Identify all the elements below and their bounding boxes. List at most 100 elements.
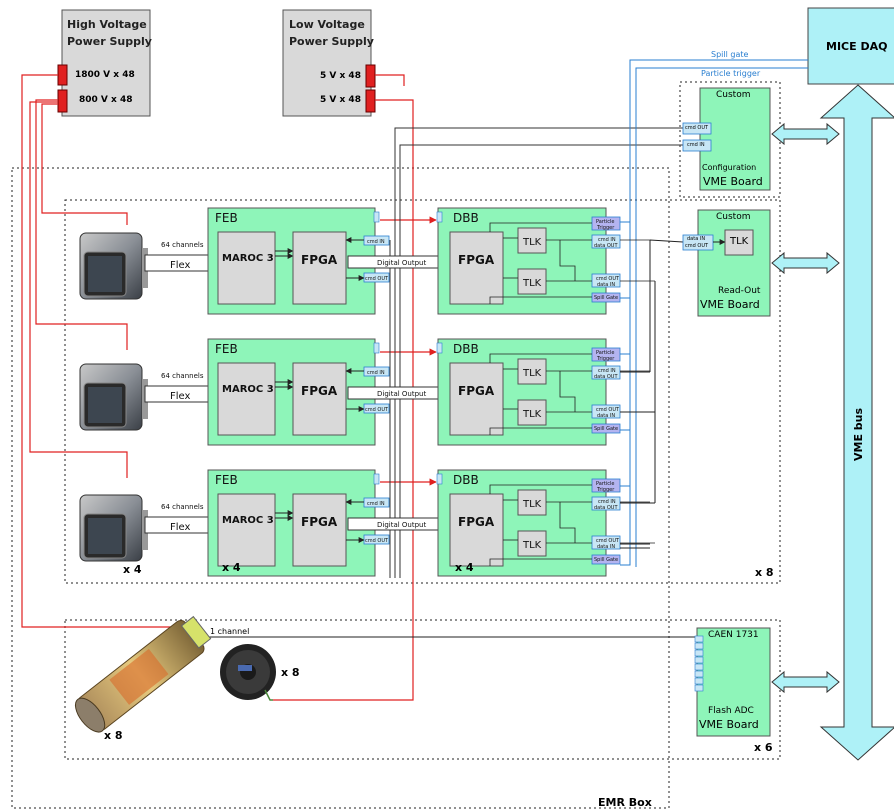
tlk-label-bottom: TLK xyxy=(522,278,542,289)
readout-cmd-out-label: cmd OUT xyxy=(685,243,709,249)
bus-link-readout xyxy=(771,251,840,275)
channels-label: 64 channels xyxy=(161,503,204,511)
dbb-fpga-label: FPGA xyxy=(458,384,495,398)
feb-cmd-in-label: cmd IN xyxy=(367,370,385,376)
config-group-box xyxy=(679,81,781,198)
hv-title-line1: High Voltage xyxy=(67,18,147,31)
readout-tlk-label: TLK xyxy=(730,236,749,247)
dbb-data-out-label: data OUT xyxy=(594,505,618,511)
readout-board xyxy=(697,209,771,317)
tlk-chip-bottom xyxy=(517,399,547,426)
particle-trigger-port xyxy=(591,216,621,231)
fadc-group-box xyxy=(64,619,781,760)
maroc-label: MAROC 3 xyxy=(222,253,274,264)
dbb-cmd-out-label: cmd OUT xyxy=(596,407,620,413)
lv-title-line2: Power Supply xyxy=(289,35,374,48)
config-cmd-in-label: cmd IN xyxy=(687,142,705,148)
dbb-data-in-label: data IN xyxy=(597,544,615,550)
digital-output-label: Digital Output xyxy=(377,259,426,267)
digital-output-label: Digital Output xyxy=(377,390,426,398)
single-channel-label: 1 channel xyxy=(210,627,250,636)
readout-tlk xyxy=(724,229,754,256)
dbb-cmd-out-label: cmd OUT xyxy=(596,538,620,544)
emr-box xyxy=(11,167,670,809)
daq-label: MICE DAQ xyxy=(826,40,888,53)
single-anode-pmt-image xyxy=(74,615,212,733)
bus-link-caen xyxy=(771,670,840,694)
feb-multiplicity: x 4 xyxy=(222,561,241,574)
bottom-links xyxy=(620,543,650,549)
config-line2: VME Board xyxy=(703,175,763,188)
particle-trigger-port xyxy=(591,478,621,493)
feb-title: FEB xyxy=(215,211,238,225)
spill-gate-label: Spill Gate xyxy=(594,426,618,432)
tlk-chip-top xyxy=(517,489,547,516)
lv-power-supply xyxy=(282,9,372,117)
plane-multiplicity: x 8 xyxy=(755,566,774,579)
tlk-label-top: TLK xyxy=(522,237,542,248)
spill-gate-port xyxy=(591,423,621,434)
digital-output-label: Digital Output xyxy=(377,521,426,529)
box-label: EMR Box xyxy=(598,796,652,809)
dbb-fpga-chip xyxy=(449,362,504,436)
config-board xyxy=(699,87,771,191)
feb-fpga-label: FPGA xyxy=(301,515,338,529)
dbb-cmd-in-label: cmd IN xyxy=(598,499,616,505)
lv-port-1 xyxy=(365,64,376,88)
config-cmd-out-port xyxy=(682,122,712,135)
lv-title: Low Voltage Power Supply xyxy=(289,16,374,50)
hv-title-line2: Power Supply xyxy=(67,35,152,48)
hv-power-supply xyxy=(61,9,151,117)
particle-trigger-label: Particle trigger xyxy=(701,69,761,78)
maroc-label: MAROC 3 xyxy=(222,384,274,395)
hv-port-2 xyxy=(57,89,68,113)
dbb-data-out-label: data OUT xyxy=(594,374,618,380)
hv-title: High Voltage Power Supply xyxy=(67,16,152,50)
maroc-chip xyxy=(217,362,276,436)
particle-label: Particle xyxy=(596,219,614,225)
flex-label: Flex xyxy=(170,260,191,271)
flex-label: Flex xyxy=(170,391,191,402)
dbb-cmd-out-port xyxy=(591,273,621,288)
dbb-fpga-chip xyxy=(449,231,504,305)
readout-line2: VME Board xyxy=(700,298,760,311)
lv-output-2: 5 V x 48 xyxy=(320,95,361,105)
pmt-multiplicity: x 4 xyxy=(123,563,142,576)
flex-label: Flex xyxy=(170,522,191,533)
dbb-fpga-label: FPGA xyxy=(458,515,495,529)
feb-fpga-chip xyxy=(292,231,347,305)
dbb-title: DBB xyxy=(453,473,479,487)
trigger-label: Trigger xyxy=(596,487,615,493)
lv-port-2 xyxy=(365,89,376,113)
config-cmd-in-port xyxy=(682,139,712,152)
caen-line1: Flash ADC xyxy=(708,706,754,716)
caen-multiplicity: x 6 xyxy=(754,741,773,754)
dbb-fpga-label: FPGA xyxy=(458,253,495,267)
feb-cmd-out-label: cmd OUT xyxy=(365,276,389,282)
dbb-cmd-out-port xyxy=(591,535,621,550)
dbb-cmd-in-label: cmd IN xyxy=(598,237,616,243)
fibre-multiplicity: x 8 xyxy=(104,729,123,742)
dbb-cmd-in-port xyxy=(591,234,621,249)
spill-gate-label: Spill gate xyxy=(711,50,749,59)
mice-daq-box xyxy=(807,7,894,85)
channels-label: 64 channels xyxy=(161,372,204,380)
daq-wires xyxy=(620,59,808,567)
tlk-chip-bottom xyxy=(517,530,547,557)
trigger-label: Trigger xyxy=(596,356,615,362)
readout-links xyxy=(620,239,684,504)
dbb-cmd-in-label: cmd IN xyxy=(598,368,616,374)
lv-output-1: 5 V x 48 xyxy=(320,71,361,81)
dbb-data-in-label: data IN xyxy=(597,282,615,288)
particle-label: Particle xyxy=(596,481,614,487)
particle-trigger-port xyxy=(591,347,621,362)
vme-bus-arrow xyxy=(819,84,894,761)
readout-data-in-label: data IN xyxy=(687,236,706,242)
hv-output-1: 1800 V x 48 xyxy=(75,70,135,80)
caen-line2: VME Board xyxy=(699,718,759,731)
particle-label: Particle xyxy=(596,350,614,356)
tlk-label-top: TLK xyxy=(522,499,542,510)
dbb-title: DBB xyxy=(453,211,479,225)
dbb-multiplicity: x 4 xyxy=(455,561,474,574)
